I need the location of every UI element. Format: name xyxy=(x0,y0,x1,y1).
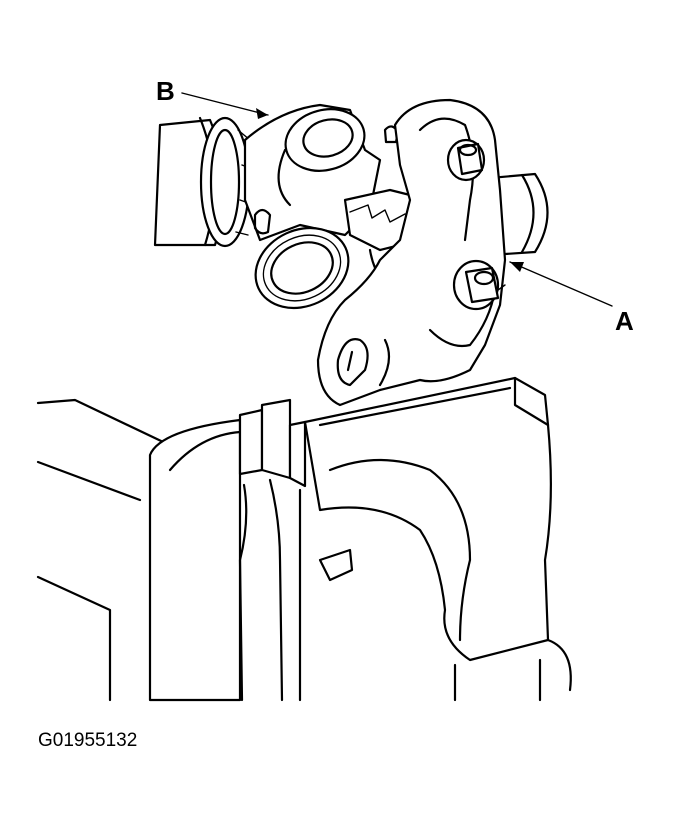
lower-mounting-bolt xyxy=(452,259,506,311)
callout-b-label: B xyxy=(156,76,175,106)
callout-b: B xyxy=(156,76,269,119)
caliper-bracket xyxy=(36,376,572,702)
caliper-mounting-arm xyxy=(316,98,549,407)
upper-mounting-bolt xyxy=(446,138,486,182)
hose-fitting-assembly xyxy=(153,103,432,310)
callout-a: A xyxy=(509,261,634,336)
callout-a-label: A xyxy=(615,306,634,336)
figure-id: G01955132 xyxy=(38,730,137,751)
